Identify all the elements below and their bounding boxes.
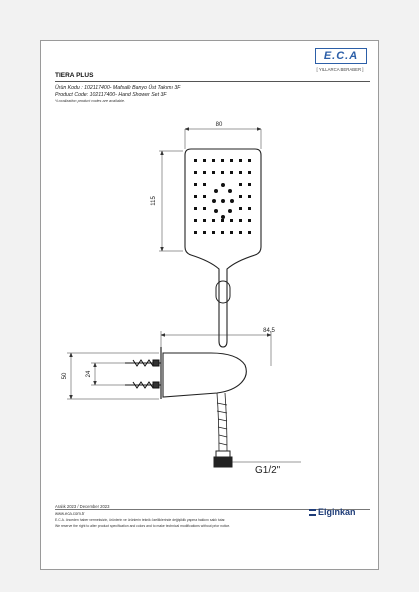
eca-logo: E.C.A [ YILLARCA BERABER ]: [307, 48, 373, 78]
wall-bracket: [125, 347, 247, 399]
shower-head: [184, 148, 262, 348]
width-dimension: [184, 127, 262, 149]
localization-note: *Localization product codes are availabl…: [55, 99, 126, 103]
bracket-height-label: 50: [62, 372, 68, 379]
hose-nut: [213, 450, 233, 468]
wall-screws: [125, 359, 161, 389]
eca-logo-tagline: [ YILLARCA BERABER ]: [316, 67, 364, 72]
elginkan-mark-icon: [309, 509, 316, 516]
technical-drawing: 80 115: [62, 122, 301, 476]
product-code-tr: Ürün Kodu : 102117400- Mafsallı Banyo Üs…: [55, 85, 181, 91]
depth-dimension-label: 84,5: [263, 328, 275, 334]
depth-dimension: [160, 331, 272, 366]
product-title: TIERA PLUS: [55, 72, 94, 79]
eca-logo-mark: E.C.A: [315, 48, 367, 64]
header-divider: [55, 81, 370, 82]
width-dimension-label: 80: [216, 122, 223, 128]
bracket-height-dimension: [67, 352, 159, 400]
footer-disclaimer-en: We reserve the right to alter product sp…: [55, 524, 231, 528]
height-dimension-label: 115: [151, 196, 157, 206]
product-code-en: Product Code: 102117400- Hand Shower Set…: [55, 92, 167, 98]
mode-button: [215, 280, 231, 304]
footer-website[interactable]: www.eca.com.tr: [55, 511, 85, 516]
spray-nozzles: [194, 159, 251, 234]
spec-sheet: E.C.A [ YILLARCA BERABER ] TIERA PLUS Ür…: [40, 40, 379, 570]
footer-disclaimer-tr: E.C.A. önceden haber vermeksizin, ürünle…: [55, 518, 226, 522]
footer-date: Aralık 2023 / December 2023: [55, 504, 110, 509]
footer-divider: [55, 509, 370, 510]
height-dimension: [159, 150, 183, 252]
elginkan-wordmark: Elginkan: [318, 507, 356, 517]
screw-spacing-label: 24: [86, 370, 92, 377]
thread-label: G1/2": [255, 465, 281, 476]
elginkan-logo: Elginkan: [309, 507, 356, 517]
shower-hose: [216, 392, 228, 452]
screw-spacing-dimension: [91, 362, 125, 386]
